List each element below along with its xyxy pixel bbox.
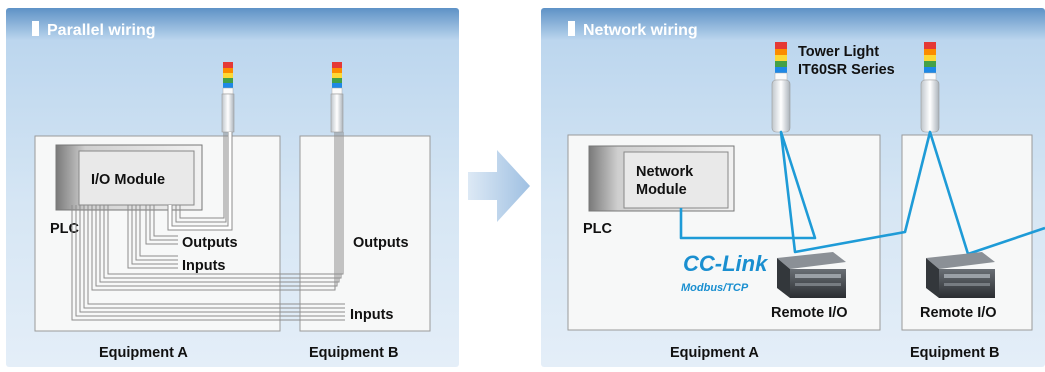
io-module-box bbox=[78, 150, 195, 206]
tower-light-icon bbox=[920, 42, 940, 133]
tower-light-label-line1: Tower Light bbox=[798, 44, 879, 60]
tower-light-icon bbox=[330, 62, 344, 133]
inputs-a-label: Inputs bbox=[182, 258, 226, 274]
io-module-label: I/O Module bbox=[91, 172, 165, 188]
remote-io-device-icon bbox=[926, 252, 995, 298]
equipment-b-box bbox=[299, 135, 431, 332]
network-module-label-line2: Module bbox=[636, 182, 687, 198]
panel-title: Parallel wiring bbox=[47, 22, 155, 39]
arrow-right-icon bbox=[468, 150, 530, 222]
network-wiring-panel: Network wiring Network Module PLC bbox=[541, 8, 1045, 367]
tower-light-icon bbox=[771, 42, 791, 133]
inputs-b-label: Inputs bbox=[350, 307, 394, 323]
outputs-b-label: Outputs bbox=[353, 235, 409, 251]
remote-io-a-label: Remote I/O bbox=[771, 305, 848, 321]
equipment-a-label: Equipment A bbox=[670, 345, 759, 361]
equipment-a-label: Equipment A bbox=[99, 345, 188, 361]
parallel-wiring-panel: Parallel wiring I/O Module PLC bbox=[6, 8, 459, 367]
network-module-box bbox=[623, 151, 729, 209]
title-marker bbox=[568, 21, 575, 36]
outputs-a-label: Outputs bbox=[182, 235, 238, 251]
plc-label: PLC bbox=[583, 221, 613, 237]
cc-link-logo: CC-Link bbox=[683, 251, 769, 276]
title-marker bbox=[32, 21, 39, 36]
modbus-tcp-logo: Modbus/TCP bbox=[681, 282, 749, 294]
remote-io-device-icon bbox=[777, 252, 846, 298]
network-module-label-line1: Network bbox=[636, 164, 694, 180]
remote-io-b-label: Remote I/O bbox=[920, 305, 997, 321]
network-cable bbox=[679, 130, 1045, 256]
tower-light-label-line2: IT60SR Series bbox=[798, 62, 895, 78]
tower-light-icon bbox=[221, 62, 235, 133]
equipment-b-label: Equipment B bbox=[910, 345, 999, 361]
equipment-b-label: Equipment B bbox=[309, 345, 398, 361]
parallel-wire-bundle bbox=[71, 132, 345, 321]
plc-label: PLC bbox=[50, 221, 80, 237]
panel-title: Network wiring bbox=[583, 22, 698, 39]
